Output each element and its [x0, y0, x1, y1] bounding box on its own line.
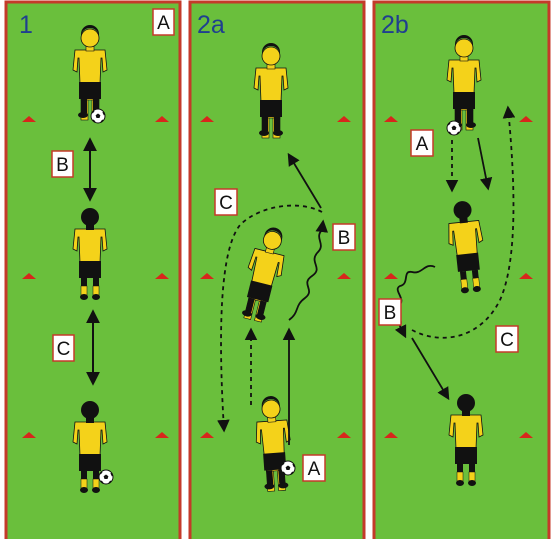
svg-text:C: C	[500, 330, 514, 351]
label-box-b: B	[332, 223, 356, 251]
soccer-ball-icon	[280, 460, 296, 476]
pass-arrow	[411, 337, 450, 401]
svg-text:C: C	[57, 339, 71, 360]
svg-text:A: A	[416, 134, 429, 155]
run-path	[217, 204, 323, 433]
svg-text:B: B	[384, 303, 397, 324]
label-box-a: A	[410, 129, 434, 157]
svg-text:B: B	[338, 228, 351, 249]
soccer-ball-icon	[446, 120, 462, 136]
panel-1: 1 A B C	[4, 0, 182, 539]
pass-arrow	[287, 152, 322, 209]
svg-text:C: C	[219, 193, 233, 214]
dribble-path	[288, 219, 329, 321]
label-box-b: B	[51, 150, 74, 178]
panel-label: 2b	[381, 11, 409, 39]
soccer-ball-icon	[98, 469, 114, 485]
svg-text:A: A	[308, 459, 321, 480]
panel-2b: 2b A B C	[372, 0, 551, 539]
label-box-a: A	[302, 454, 326, 482]
label-box-a: A	[152, 8, 175, 36]
svg-text:A: A	[157, 13, 170, 34]
label-box-c: C	[214, 188, 238, 216]
panel-label: 2a	[197, 11, 225, 39]
label-box-c: C	[52, 334, 75, 362]
soccer-ball-icon	[90, 108, 106, 124]
run-path	[411, 105, 516, 339]
pass-arrow	[477, 137, 493, 191]
label-box-b: B	[378, 298, 402, 326]
panel-label: 1	[19, 11, 33, 39]
label-box-c: C	[495, 325, 519, 353]
svg-text:B: B	[56, 155, 69, 176]
panel-2a: 2a C B A	[188, 0, 366, 539]
